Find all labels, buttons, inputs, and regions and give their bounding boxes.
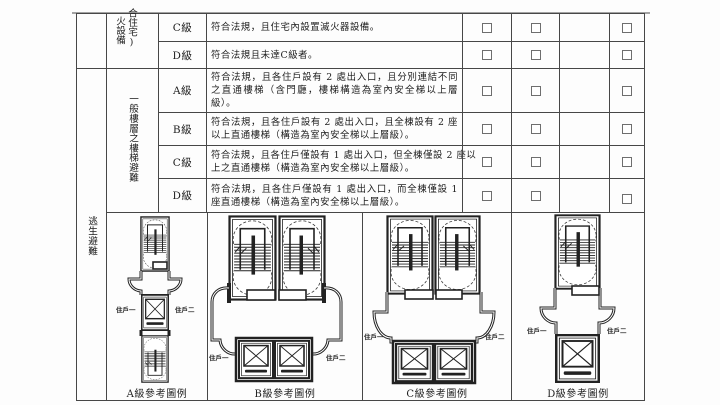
description-line: 座直通樓梯（構造為室內安全梯以上層級）。 [211,196,405,208]
diagram-d-drawing [539,214,616,383]
stair-icon [278,215,326,301]
unit-label-right: 住戶二 [326,354,346,362]
checkbox[interactable] [622,157,632,167]
stair-icon [434,215,481,295]
diagram-b-drawing [210,215,343,383]
unit-label-left: 住戶一 [527,327,547,335]
checkbox[interactable] [530,22,541,33]
wall [167,271,183,295]
unit-label-left: 住戶一 [364,333,384,341]
checkbox[interactable] [482,190,492,201]
unit-label-left: 住戶一 [116,306,136,314]
description-line: 符合法規，且住宅內設置滅火器設備。 [211,22,380,33]
diagram-caption-a: A級參考圖例 [126,389,188,400]
elevator-icon [555,334,600,383]
wall-post [227,283,231,303]
checkbox[interactable] [622,22,632,33]
door-icon [435,289,463,300]
fire-label-column-right: 合住宅) [126,8,137,48]
checkbox[interactable] [622,193,632,204]
description-line: 之直通樓梯（含門廳，樓梯構造為室內安全梯以上層 [211,85,458,96]
checkbox[interactable] [530,157,541,167]
checkbox[interactable] [482,85,492,96]
checkbox[interactable] [622,124,632,134]
description-line: 上之直通樓梯（構造為室內安全梯以上層級）。 [211,163,415,174]
stair-icon [228,215,277,301]
elevator-icon [238,340,274,379]
stair-icon [386,215,434,295]
description-line: 符合法規，且各住戶僅設有 1 處出入口，但全棟僅設 2 座以 [211,150,477,161]
checkbox[interactable] [530,50,541,60]
diagram-caption-c: C級參考圖例 [406,389,468,400]
unit-label-left: 住戶一 [209,354,229,362]
diagram-c-drawing [372,215,496,385]
elevator-icon [395,343,434,382]
description-line: 符合法規且未達C級者。 [211,49,318,61]
wall [127,271,143,295]
description-line: 符合法規，且各住戶設有 2 處出入口，且分別連結不同 [211,72,458,83]
diagram-cell-d [511,212,645,401]
door-icon [404,289,434,300]
wall [139,330,171,336]
door-icon [571,285,600,296]
unit-label-right: 住戶二 [607,327,627,335]
description-line: 級）。 [211,98,237,109]
stair-icon [554,214,601,290]
stair-icon [141,335,169,383]
checkbox[interactable] [622,85,632,96]
checkbox[interactable] [482,22,492,33]
description-line: 符合法規，且各住戶僅設有 1 處出入口，而全棟僅設 1 [211,183,458,195]
stair-section-label: 一般樓層之樓梯避難 [127,94,138,183]
fire-label-column-left: 火設備 [114,16,125,45]
checkbox[interactable] [482,124,492,134]
elevator-icon [141,294,169,331]
diagram-caption-d: D級參考圖例 [547,389,609,400]
checkbox[interactable] [530,124,541,134]
elevator-icon [434,343,473,382]
door-icon [278,289,307,301]
wall-post [322,283,326,303]
checkbox[interactable] [482,50,492,60]
door-icon [246,289,276,301]
diagram-a-drawing [127,216,183,383]
checkbox[interactable] [530,85,541,96]
checkbox[interactable] [622,50,632,60]
description-line: 符合法規，且各住戶設有 2 處出入口，且全棟設有 2 座 [211,117,458,128]
door-icon [152,261,168,270]
description-line: 以上直通樓梯（構造為室內安全梯以上層級）。 [211,130,415,141]
unit-label-right: 住戶二 [485,333,505,341]
checkbox[interactable] [482,157,492,167]
diagram-caption-b: B級參考圖例 [254,389,316,400]
elevator-icon [274,340,310,379]
escape-section-label: 逃生避難 [86,216,97,257]
fire-section-label: 合住宅) 火設備 [107,8,157,67]
checkbox[interactable] [530,190,541,201]
unit-label-right: 住戶二 [175,306,195,314]
